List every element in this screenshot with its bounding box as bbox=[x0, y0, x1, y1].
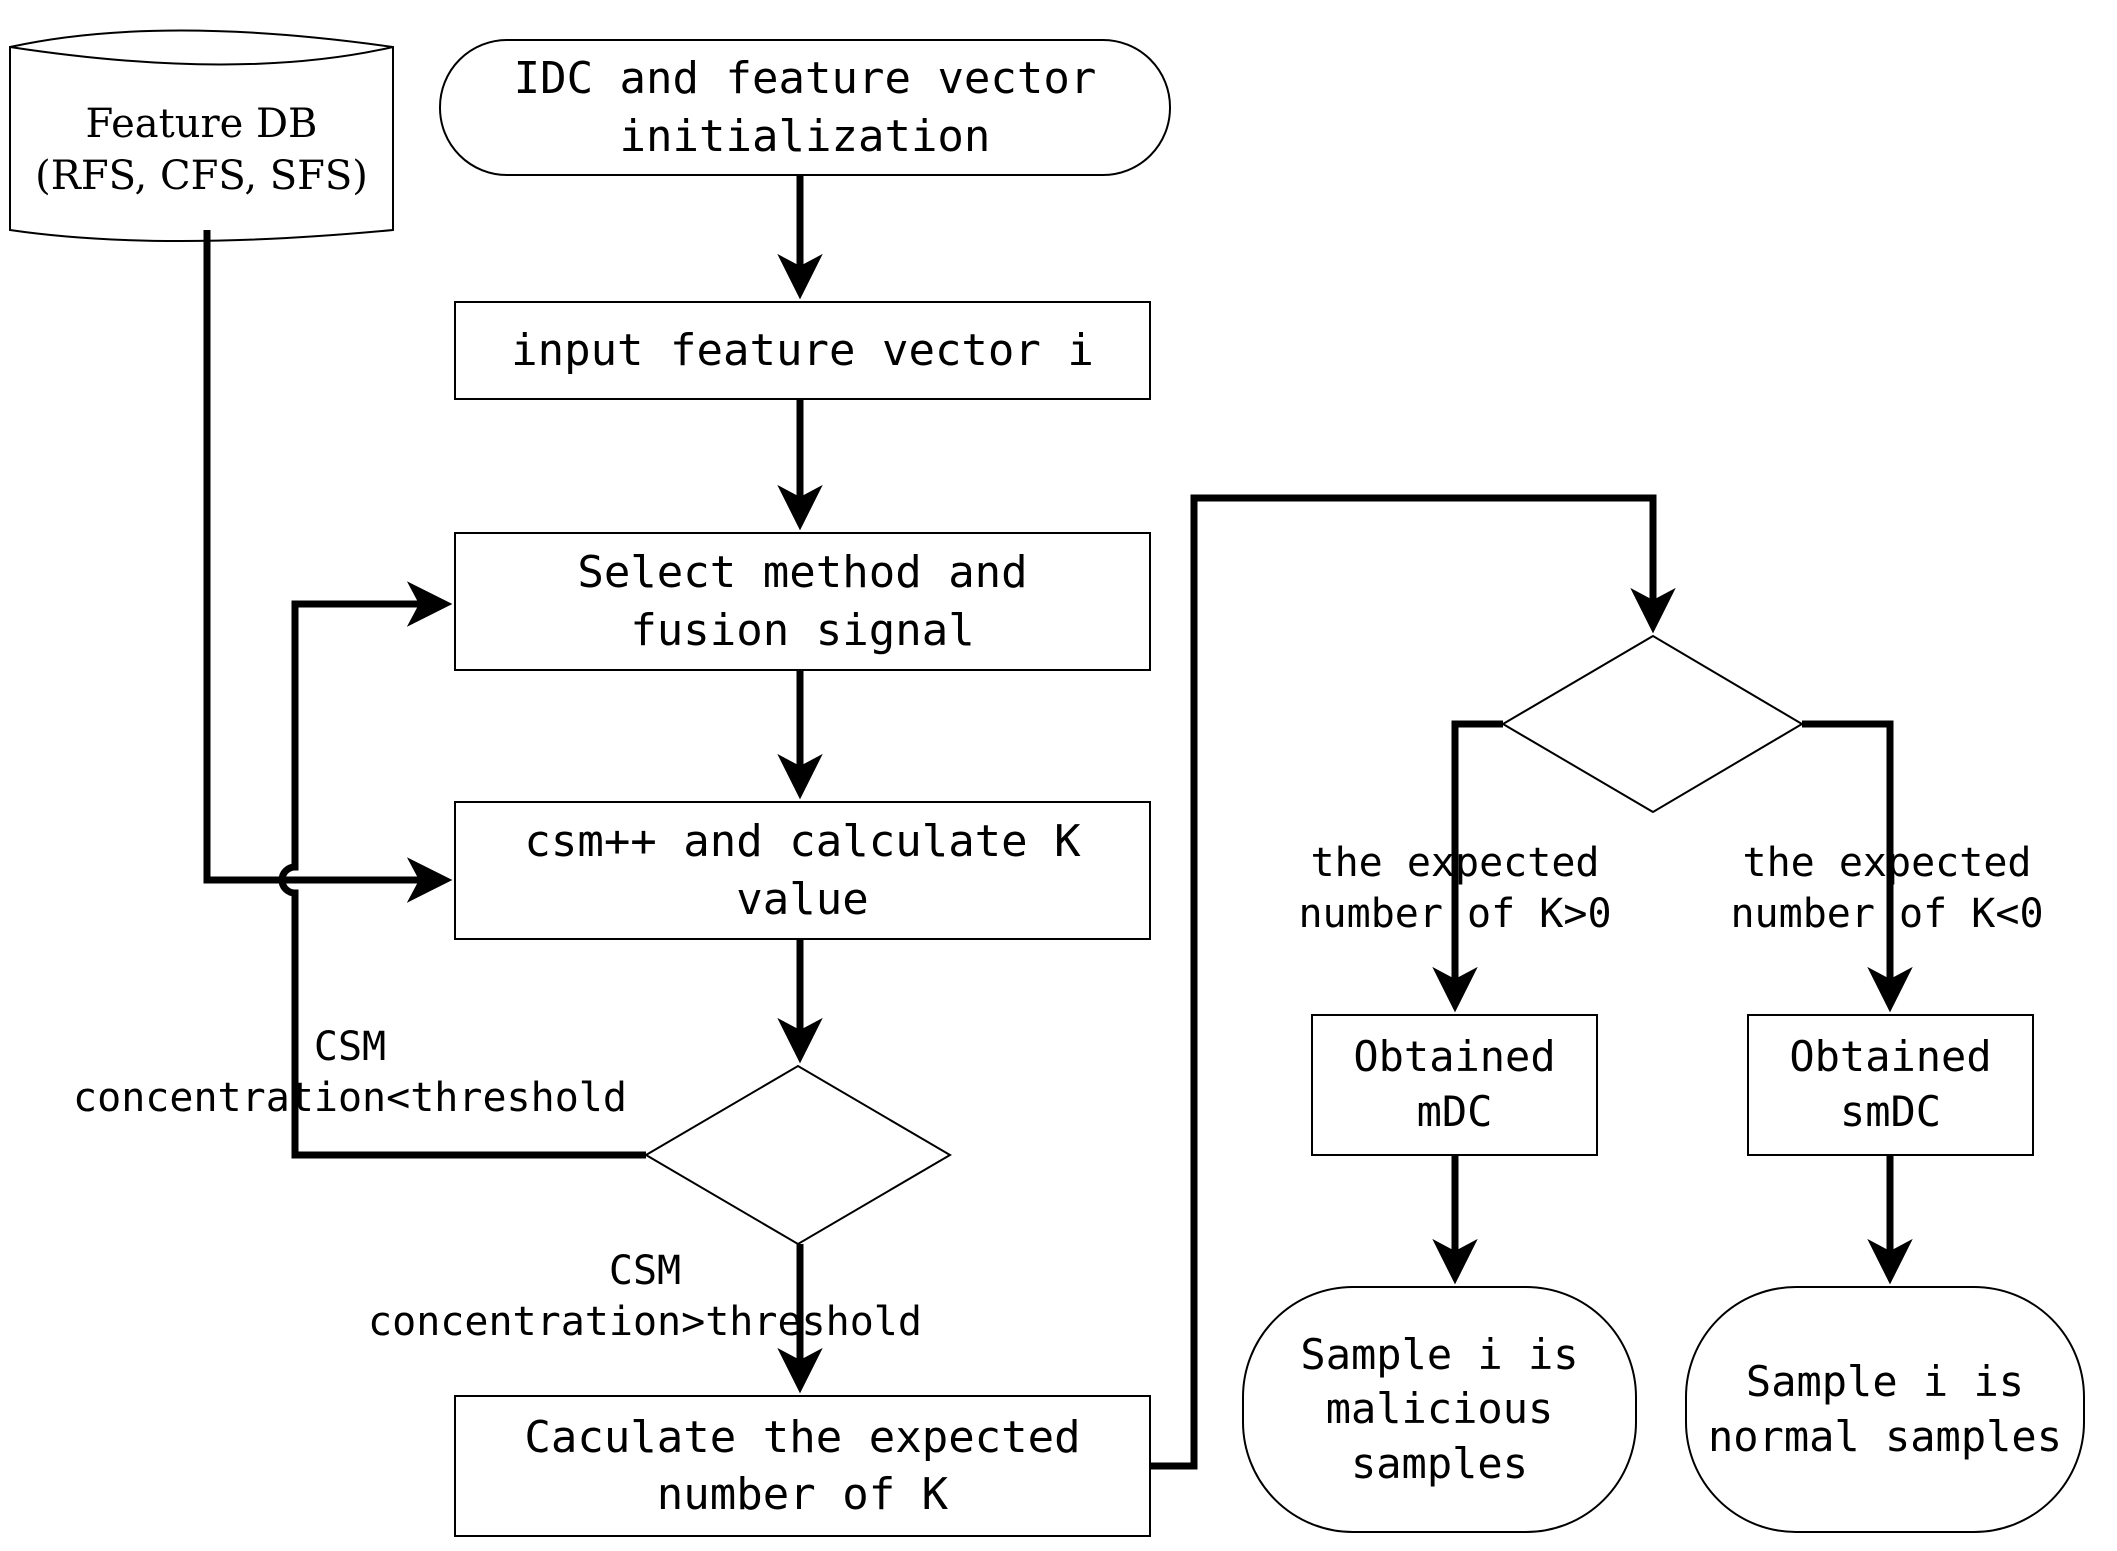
edge-decision-k-to-smdc bbox=[1802, 720, 1913, 1013]
node-input-vector bbox=[454, 301, 1151, 400]
node-calculate-expected bbox=[454, 1395, 1151, 1537]
edge-calculate-to-decision-k bbox=[1150, 494, 1676, 1470]
edge-decision-to-select bbox=[278, 581, 646, 1159]
node-decision-k bbox=[1501, 634, 1804, 814]
node-result-normal bbox=[1685, 1286, 2085, 1533]
edge-db-to-csm bbox=[203, 230, 453, 903]
node-select-method bbox=[454, 532, 1151, 671]
node-feature-db bbox=[9, 29, 394, 242]
edge-decision-k-to-mdc bbox=[1432, 720, 1503, 1013]
node-decision-threshold bbox=[644, 1064, 952, 1246]
node-obtained-mdc bbox=[1311, 1014, 1598, 1156]
node-result-malicious bbox=[1242, 1286, 1637, 1533]
node-csm-calc bbox=[454, 801, 1151, 940]
node-start bbox=[439, 39, 1171, 176]
node-obtained-smdc bbox=[1747, 1014, 2034, 1156]
